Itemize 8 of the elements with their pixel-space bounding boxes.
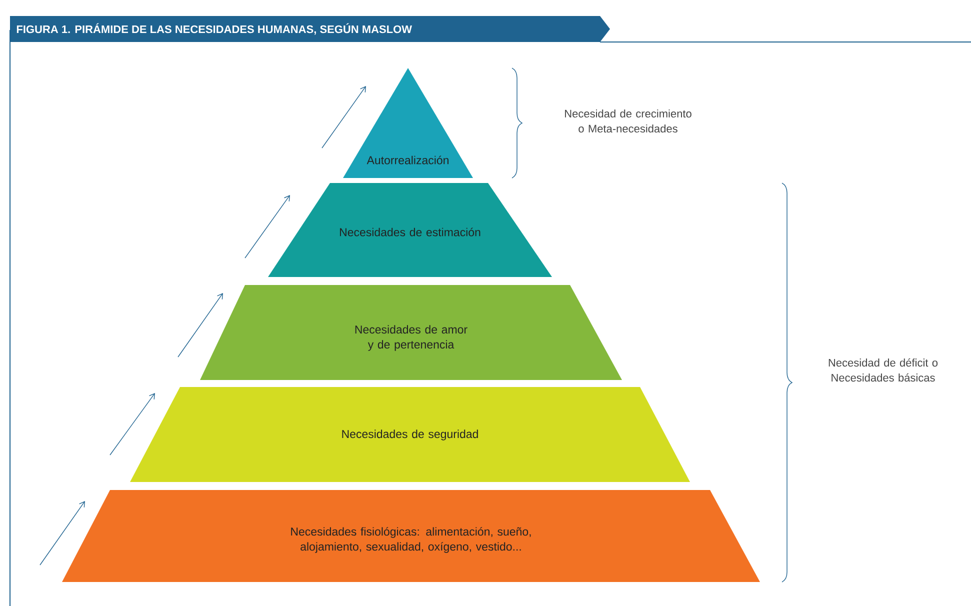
pyramid-level: Necesidades de seguridad (130, 387, 690, 482)
pyramid-level: Necesidades de estimación (268, 183, 552, 277)
pyramid-level: Autorrealización (343, 68, 473, 178)
pyramid-level: Necesidades fisiológicas: alimentación, sueño, alojamiento, sexualidad, oxígeno, vestido... (62, 490, 760, 582)
pyramid-level: Necesidades de amor y de pertenencia (200, 285, 622, 380)
title-banner: FIGURA 1. PIRÁMIDE DE LAS NECESIDADES HUMANAS, SEGÚN MASLOW (10, 16, 610, 42)
group-label: Necesidad de crecimiento o Meta-necesidades (565, 109, 692, 133)
group-label: Necesidad de déficit o Necesidades básicas (828, 358, 938, 382)
